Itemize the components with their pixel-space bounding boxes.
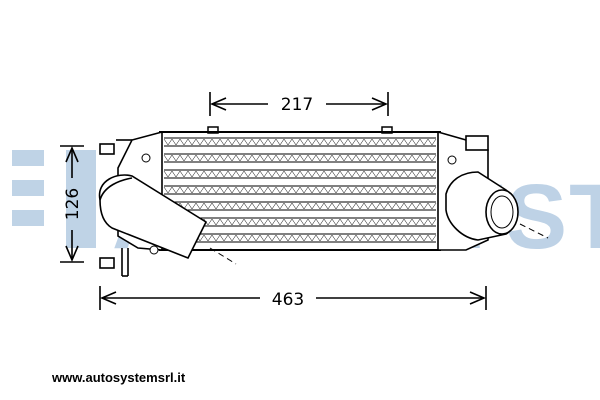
dimension-overall-length-label: 463 <box>272 290 304 310</box>
core-fin-zigzag <box>163 154 437 162</box>
core-fin-zigzag <box>163 186 437 194</box>
dimension-top-width <box>209 92 389 116</box>
website-url: www.autosystemsrl.it <box>52 370 186 385</box>
dimension-height-label: 126 <box>63 188 83 220</box>
core-fin-zigzag <box>163 202 437 210</box>
core-frame <box>159 131 441 251</box>
top-bracket-right <box>381 126 393 134</box>
dimension-height <box>60 145 84 263</box>
inlet-pipe <box>98 174 208 260</box>
dimension-top-width-label: 217 <box>281 95 313 115</box>
watermark-logo-mark-top <box>12 150 44 166</box>
core-fin-zigzag <box>163 218 437 226</box>
core-fins <box>163 137 437 243</box>
watermark-logo-mark-bottom <box>12 210 44 226</box>
watermark-logo-mark-mid <box>12 180 44 196</box>
right-end-tank <box>437 130 549 251</box>
watermark-logo-mark-right <box>66 150 96 248</box>
left-end-tank <box>98 130 237 277</box>
dimension-overall-length <box>99 286 487 310</box>
core-fin-zigzag <box>163 138 437 146</box>
top-bracket-left <box>207 126 219 134</box>
core-fin-zigzag <box>163 170 437 178</box>
intercooler-core <box>159 126 441 251</box>
core-fin-zigzag <box>163 234 437 242</box>
